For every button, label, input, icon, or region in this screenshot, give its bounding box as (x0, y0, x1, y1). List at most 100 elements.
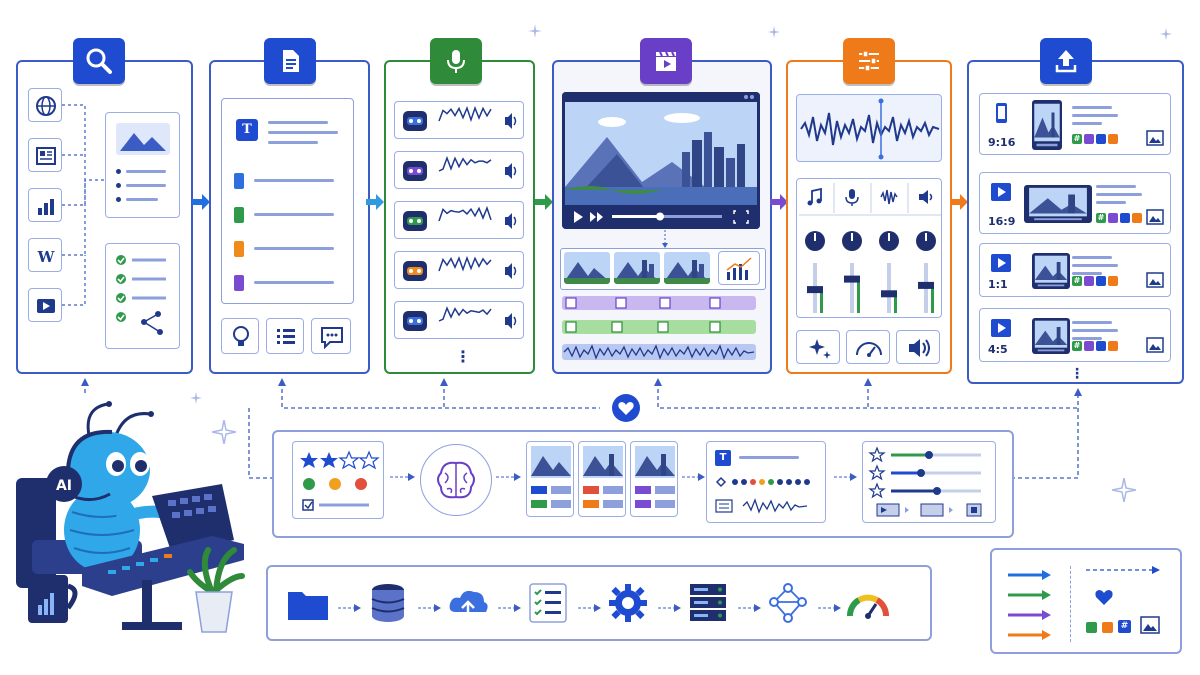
film-frame[interactable] (664, 252, 710, 284)
voice-track[interactable] (394, 101, 524, 139)
export-format-row[interactable]: 4:5 # (979, 308, 1171, 362)
network-icon[interactable] (766, 582, 810, 624)
controls-card (862, 441, 996, 523)
legend-dashed-arrow (1086, 566, 1160, 574)
section-marker (234, 173, 244, 189)
legend-divider (1070, 566, 1071, 642)
image-thumbnail (116, 123, 170, 155)
flow-arrow (366, 194, 384, 210)
export-format-row[interactable]: 9:16# (979, 93, 1171, 155)
aspect-ratio-label: 9:16 (988, 136, 1016, 149)
voice-track[interactable] (394, 301, 524, 339)
hashtag-chip: # (1072, 341, 1082, 351)
export-format-row[interactable]: 1:1 # (979, 243, 1171, 297)
globe-icon[interactable] (28, 88, 62, 122)
timeline-track-audio[interactable] (562, 344, 756, 360)
cloud-sync-icon[interactable] (446, 582, 490, 624)
gauge-icon[interactable] (846, 582, 890, 624)
edit-timeline-card: T (706, 441, 826, 523)
lightbulb-icon[interactable] (221, 318, 259, 354)
heart-icon[interactable] (612, 394, 640, 422)
phone-icon (990, 102, 1012, 124)
film-frame[interactable] (614, 252, 660, 284)
timeline-track-text[interactable] (562, 296, 756, 310)
tag-chip (1132, 213, 1142, 223)
flow-arrow (192, 194, 210, 210)
folder-icon[interactable] (286, 582, 330, 624)
tag-chip (1120, 213, 1130, 223)
dashed-connector (662, 230, 668, 248)
legend-hashtag-chip: # (1118, 620, 1131, 633)
sliders-icon[interactable] (843, 38, 895, 84)
aspect-ratio-label: 4:5 (988, 343, 1008, 356)
speaker-icon[interactable] (896, 330, 940, 364)
film-frame[interactable] (564, 252, 610, 284)
sparkle-icon[interactable] (796, 330, 840, 364)
dashed-arrow (338, 598, 362, 612)
ai-brain-icon (420, 444, 492, 516)
checklist-icon[interactable] (526, 582, 570, 624)
video-icon[interactable] (28, 288, 62, 322)
dashed-arrow (578, 598, 602, 612)
voice-track[interactable] (394, 151, 524, 189)
text-letter-badge: T (715, 450, 731, 466)
more-indicator: ⋮ (455, 347, 471, 366)
clapperboard-icon[interactable] (640, 38, 692, 84)
legend-arrow (1008, 606, 1052, 620)
wikipedia-icon[interactable]: W (28, 238, 62, 272)
flow-arrow (770, 194, 788, 210)
tag-chip (1084, 276, 1094, 286)
tag-chip (1096, 134, 1106, 144)
legend-arrow (1008, 626, 1052, 640)
hashtag-chip: # (1096, 213, 1106, 223)
flow-arrow (535, 194, 553, 210)
audio-waveform (796, 94, 942, 162)
dashed-arrow (738, 598, 762, 612)
export-preview (1024, 185, 1092, 223)
tag-chip (1108, 213, 1118, 223)
image-icon (1146, 130, 1164, 146)
export-format-row[interactable]: 16:9 # (979, 172, 1171, 234)
legend-heart-icon (1094, 588, 1114, 610)
play-icon (990, 317, 1012, 339)
voice-track[interactable] (394, 201, 524, 239)
hashtag-chip: # (1072, 276, 1082, 286)
tag-chip (1084, 134, 1094, 144)
section-marker (234, 207, 244, 223)
variant-thumbnail-card[interactable] (526, 441, 574, 517)
gauge-icon[interactable] (846, 330, 890, 364)
video-player[interactable] (562, 92, 760, 229)
sparkle-decoration (190, 392, 202, 404)
bar-chart-icon[interactable] (28, 188, 62, 222)
news-icon[interactable] (28, 138, 62, 172)
export-preview (1032, 100, 1062, 150)
dashed-arrow (496, 473, 521, 481)
list-icon[interactable] (266, 318, 304, 354)
upload-icon[interactable] (1040, 38, 1092, 84)
flow-arrow (950, 194, 968, 210)
voice-track[interactable] (394, 251, 524, 289)
microphone-icon[interactable] (430, 38, 482, 84)
sparkle-decoration (1160, 28, 1172, 40)
aspect-ratio-label: 1:1 (988, 278, 1008, 291)
more-indicator: ⋮ (1070, 366, 1084, 382)
image-icon (1146, 337, 1164, 353)
server-icon[interactable] (686, 582, 730, 624)
comment-icon[interactable] (311, 318, 351, 354)
sparkle-decoration (528, 24, 542, 38)
timeline-markers (565, 297, 721, 333)
sparkle-decoration (1112, 478, 1136, 502)
search-icon[interactable] (73, 38, 125, 84)
tag-chip (1108, 341, 1118, 351)
tag-chip (1096, 276, 1106, 286)
database-icon[interactable] (366, 582, 410, 624)
gear-icon[interactable] (606, 582, 650, 624)
variant-thumbnail-card[interactable] (630, 441, 678, 517)
legend-arrow (1008, 586, 1052, 600)
variant-thumbnail-card[interactable] (578, 441, 626, 517)
image-icon (1146, 272, 1164, 288)
document-icon[interactable] (264, 38, 316, 84)
tag-chip (1108, 134, 1118, 144)
aspect-ratio-label: 16:9 (988, 215, 1016, 228)
